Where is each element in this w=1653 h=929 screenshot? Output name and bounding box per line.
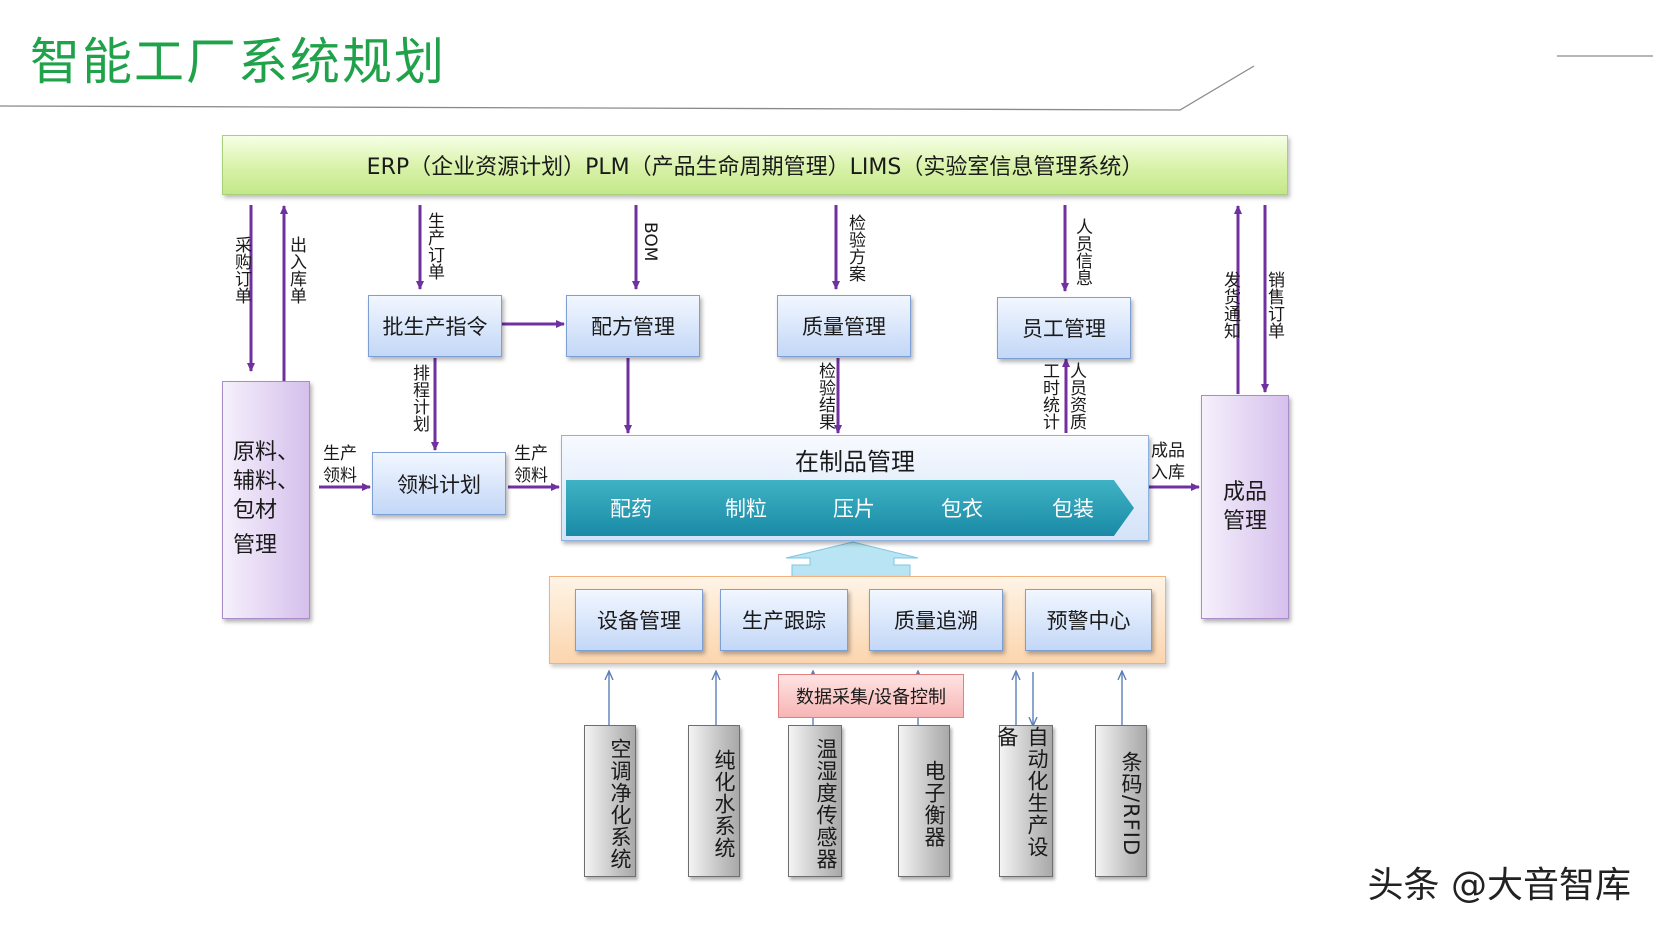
process-step-packaging: 包装	[1000, 480, 1134, 536]
schedule-plan-label: 排程计划	[409, 364, 429, 432]
inspection-plan-label: 检验方案	[845, 214, 865, 282]
staff-management-box: 员工管理	[997, 297, 1131, 359]
production-order-label: 生产订单	[424, 212, 444, 280]
device-electronic-scale: 电子衡器	[898, 725, 950, 877]
bom-label: BOM	[640, 222, 660, 262]
alert-center-module: 预警中心	[1025, 589, 1152, 651]
finished-goods-line: 管理	[1222, 509, 1267, 534]
process-step-coating: 包衣	[892, 480, 1020, 536]
inout-order-label: 出入库单	[286, 236, 306, 304]
raw-material-line: 包材	[233, 498, 278, 523]
finished-goods-management-box: 成品 管理	[1201, 395, 1289, 619]
erp-plm-lims-bar: ERP（企业资源计划）PLM（产品生命周期管理）LIMS（实验室信息管理系统）	[222, 135, 1288, 195]
raw-material-line: 辅料、	[233, 469, 300, 494]
watermark: 头条 @大音智库	[1367, 865, 1631, 906]
staff-info-label: 人员信息	[1072, 218, 1092, 286]
page-title: 智能工厂系统规划	[30, 33, 446, 91]
process-step-dispensing: 配药	[566, 480, 696, 536]
purple-arrows	[247, 205, 1269, 491]
purchase-order-label: 采购订单	[231, 236, 251, 304]
equipment-management-module: 设备管理	[575, 589, 703, 651]
quality-management-box: 质量管理	[777, 295, 911, 357]
data-collection-label: 数据采集/设备控制	[778, 674, 964, 718]
big-up-arrow	[785, 541, 919, 580]
raw-material-line: 管理	[233, 533, 278, 558]
raw-material-management-box: 原料、 辅料、 包材 管理	[222, 381, 310, 619]
device-purified-water: 纯化水系统	[688, 725, 740, 877]
raw-material-line: 原料、	[233, 440, 300, 465]
production-picking-label-left: 生产 领料	[323, 444, 357, 486]
work-hours-label: 工时统计	[1039, 362, 1059, 430]
finished-goods-line: 成品	[1222, 480, 1267, 505]
header-rule	[0, 55, 1653, 111]
device-temp-humidity-sensor: 温湿度传感器	[788, 725, 842, 877]
finished-goods-inbound-label: 成品 入库	[1151, 441, 1185, 483]
process-step-tableting: 压片	[784, 480, 912, 536]
production-picking-label-right: 生产 领料	[514, 444, 548, 486]
staff-qualification-label: 人员资质	[1066, 362, 1086, 430]
batch-order-box: 批生产指令	[368, 295, 502, 357]
formula-management-box: 配方管理	[566, 295, 700, 357]
sales-order-label: 销售订单	[1264, 271, 1284, 339]
inspection-result-label: 检验结果	[815, 362, 835, 430]
wip-title: 在制品管理	[795, 448, 915, 476]
device-hvac-purification: 空调净化系统	[584, 725, 636, 877]
quality-traceability-module: 质量追溯	[869, 589, 1003, 651]
material-plan-box: 领料计划	[372, 452, 506, 515]
process-step-granulation: 制粒	[676, 480, 804, 536]
delivery-notice-label: 发货通知	[1220, 271, 1240, 339]
device-automated-production: 自动化生产设备	[995, 725, 1053, 877]
production-tracking-module: 生产跟踪	[720, 589, 848, 651]
device-barcode-rfid: 条码/RFID	[1095, 725, 1147, 877]
